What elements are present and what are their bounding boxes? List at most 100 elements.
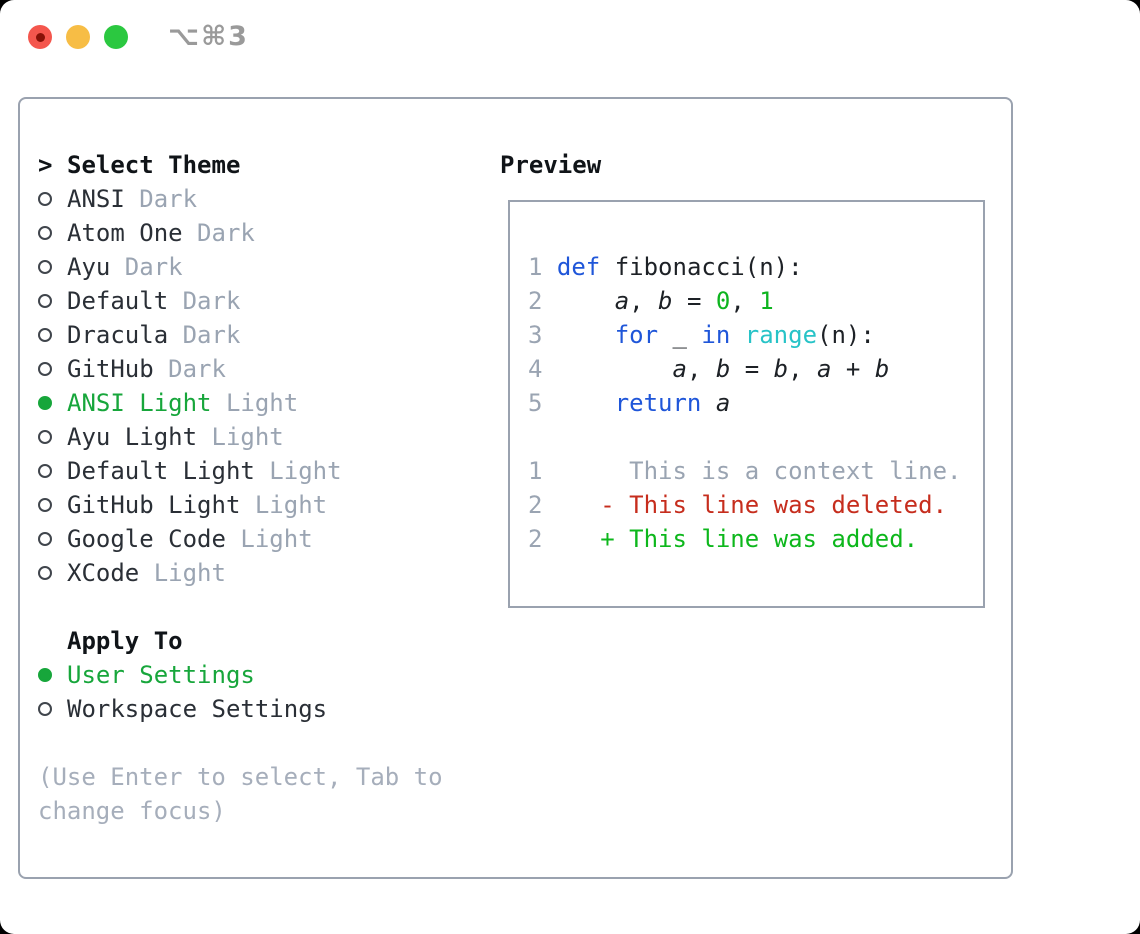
code-token: a xyxy=(672,355,687,383)
radio-icon xyxy=(38,260,52,274)
theme-option-default-light[interactable]: Default Light Light xyxy=(38,454,443,488)
code-line: 1 This is a context line. xyxy=(528,454,961,488)
code-line xyxy=(528,420,961,454)
radio-icon xyxy=(38,532,52,546)
keyboard-shortcut-label: ⌥⌘3 xyxy=(168,21,249,52)
apply-to-header: Apply To xyxy=(38,624,443,658)
code-token: (n): xyxy=(817,321,875,349)
code-token: + This line was added. xyxy=(542,525,919,553)
close-button-icon[interactable] xyxy=(28,25,52,49)
option-variant-tag: Dark xyxy=(153,355,226,383)
code-token: a xyxy=(614,287,630,315)
zoom-button-icon[interactable] xyxy=(104,25,128,49)
theme-option-ayu[interactable]: Ayu Dark xyxy=(38,250,443,284)
code-token xyxy=(542,287,614,315)
line-number: 1 xyxy=(528,253,543,281)
code-token: in xyxy=(701,321,731,349)
theme-option-ansi-light[interactable]: ANSI Light Light xyxy=(38,386,443,420)
option-label: Dracula xyxy=(67,321,169,349)
option-variant-tag: Light xyxy=(211,389,299,417)
theme-option-ayu-light[interactable]: Ayu Light Light xyxy=(38,420,443,454)
option-label: Default xyxy=(67,287,169,315)
code-token: fibonacci(n): xyxy=(600,253,803,281)
spacer-row xyxy=(38,726,443,760)
theme-option-ansi[interactable]: ANSI Dark xyxy=(38,182,443,216)
code-line: 2 a, b = 0, 1 xyxy=(528,284,961,318)
code-line: 4 a, b = b, a + b xyxy=(528,352,961,386)
radio-icon xyxy=(38,498,52,512)
code-token: def xyxy=(556,253,601,281)
code-token: a xyxy=(817,355,832,383)
line-number: 2 xyxy=(528,287,543,315)
option-variant-tag: Light xyxy=(254,457,342,485)
code-token: + xyxy=(831,355,875,383)
code-token xyxy=(542,389,614,417)
line-number: 2 xyxy=(528,525,543,553)
theme-option-github[interactable]: GitHub Dark xyxy=(38,352,443,386)
radio-selected-icon xyxy=(38,396,52,410)
code-token xyxy=(730,321,744,349)
hint-line-2: change focus) xyxy=(38,797,226,825)
window-controls xyxy=(28,25,128,49)
radio-selected-icon xyxy=(38,668,52,682)
focus-caret-icon: > xyxy=(38,151,53,179)
option-variant-tag: Light xyxy=(139,559,226,587)
option-variant-tag: Dark xyxy=(168,321,241,349)
line-number: 4 xyxy=(528,355,543,383)
code-token: range xyxy=(744,321,818,349)
line-number: 3 xyxy=(528,321,543,349)
option-label: Ayu Light xyxy=(67,423,198,451)
code-token: , xyxy=(730,287,760,315)
theme-option-google-code[interactable]: Google Code Light xyxy=(38,522,443,556)
option-label: Atom One xyxy=(67,219,183,247)
option-label: XCode xyxy=(67,559,140,587)
code-line: 2 + This line was added. xyxy=(528,522,961,556)
option-variant-tag: Light xyxy=(225,525,313,553)
option-label: Google Code xyxy=(67,525,226,553)
code-token: - This line was deleted. xyxy=(542,491,948,519)
close-dot-icon xyxy=(35,32,45,42)
theme-option-atom-one[interactable]: Atom One Dark xyxy=(38,216,443,250)
code-token: = xyxy=(730,355,774,383)
option-label: ANSI Light xyxy=(67,389,212,417)
code-token: b xyxy=(715,355,731,383)
radio-icon xyxy=(38,430,52,444)
code-token: , xyxy=(788,355,818,383)
code-token: 0 xyxy=(715,287,731,315)
option-variant-tag: Light xyxy=(197,423,284,451)
line-number: 5 xyxy=(528,389,543,417)
hint-line-1: (Use Enter to select, Tab to xyxy=(38,763,443,791)
option-variant-tag: Dark xyxy=(124,185,198,213)
code-token: for xyxy=(614,321,659,349)
code-line: 1 def fibonacci(n): xyxy=(528,250,961,284)
apply-to-title: Apply To xyxy=(67,627,183,655)
option-variant-tag: Dark xyxy=(168,287,241,315)
code-token: _ xyxy=(658,321,702,349)
line-number: 1 xyxy=(528,457,543,485)
code-line: 2 - This line was deleted. xyxy=(528,488,961,522)
option-label: Default Light xyxy=(67,457,255,485)
code-token xyxy=(542,253,556,281)
theme-option-github-light[interactable]: GitHub Light Light xyxy=(38,488,443,522)
apply-option-user-settings[interactable]: User Settings xyxy=(38,658,443,692)
code-token xyxy=(701,389,715,417)
code-token: b xyxy=(658,287,673,315)
code-token xyxy=(542,355,672,383)
minimize-button-icon[interactable] xyxy=(66,25,90,49)
theme-option-default[interactable]: Default Dark xyxy=(38,284,443,318)
theme-option-dracula[interactable]: Dracula Dark xyxy=(38,318,443,352)
radio-icon xyxy=(38,566,52,580)
code-token: , xyxy=(686,355,716,383)
radio-icon xyxy=(38,226,52,240)
code-token: = xyxy=(672,287,716,315)
option-label: Workspace Settings xyxy=(67,695,328,723)
code-line: 3 for _ in range(n): xyxy=(528,318,961,352)
line-number: 2 xyxy=(528,491,543,519)
apply-option-workspace-settings[interactable]: Workspace Settings xyxy=(38,692,443,726)
theme-option-xcode[interactable]: XCode Light xyxy=(38,556,443,590)
